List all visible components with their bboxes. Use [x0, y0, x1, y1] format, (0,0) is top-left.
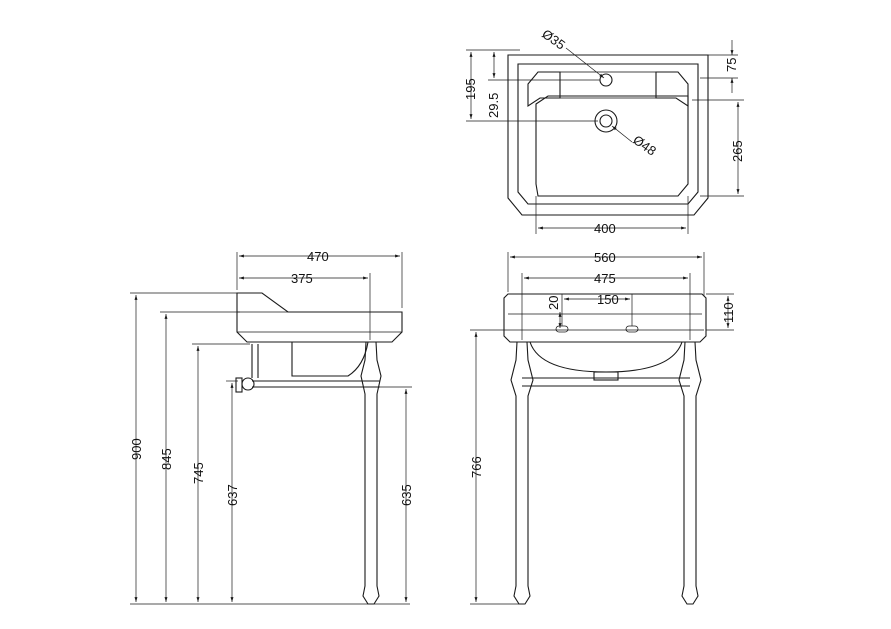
front-view-dim-766-label: 766 [469, 456, 484, 478]
top-view-dim-29-5-label: 29.5 [486, 93, 501, 118]
front-view-basin [503, 293, 707, 343]
front-view: 560 475 150 20 110 766 [469, 250, 736, 605]
top-view-waste-leader [611, 125, 633, 143]
front-view-left-leg [510, 341, 534, 605]
side-view-dim-375-label: 375 [291, 271, 313, 286]
front-view-right-leg [678, 341, 702, 605]
top-view-dim-195-label: 195 [463, 78, 478, 100]
side-view-dim-470-label: 470 [307, 249, 329, 264]
top-view-tap-platform [559, 71, 657, 99]
top-view-dim-265-label: 265 [730, 140, 745, 162]
side-view-dim-745-label: 745 [191, 462, 206, 484]
top-view-tap-hole-label: Ø35 [539, 26, 568, 52]
side-view: 470 375 900 845 745 637 635 [129, 249, 414, 605]
front-view-dim-475-label: 475 [594, 271, 616, 286]
side-view-dim-635-label: 635 [399, 484, 414, 506]
side-view-bowl-underside [291, 341, 369, 377]
front-view-bowl [529, 341, 683, 373]
top-view-basin-outline [507, 54, 709, 216]
front-view-dim-110-label: 110 [721, 302, 736, 323]
top-view-tap-leader [565, 47, 605, 79]
top-view-waste-hole-outer [594, 109, 618, 133]
top-view-right-ledge [655, 71, 689, 108]
top-view-waste-hole-inner [599, 114, 613, 128]
top-view-tap-hole [599, 73, 613, 87]
top-view-dim-400-label: 400 [594, 221, 616, 236]
side-view-dim-900-label: 900 [129, 438, 144, 460]
top-view-dim-75-label: 75 [724, 58, 739, 72]
side-view-dim-845-label: 845 [159, 448, 174, 470]
side-view-basin [236, 292, 403, 343]
top-view-waste-hole-label: Ø48 [630, 132, 659, 158]
side-view-wall-bracket [235, 377, 243, 393]
front-view-dim-20-label: 20 [546, 296, 561, 310]
top-view-left-ledge [527, 71, 561, 108]
front-view-dim-150-label: 150 [597, 292, 619, 307]
side-view-dim-637-label: 637 [225, 484, 240, 506]
front-view-dim-560-label: 560 [594, 250, 616, 265]
top-view-bowl [535, 95, 689, 197]
top-view: Ø35 Ø48 195 29.5 75 265 400 [463, 26, 745, 236]
top-view-inner-rim [517, 63, 699, 205]
